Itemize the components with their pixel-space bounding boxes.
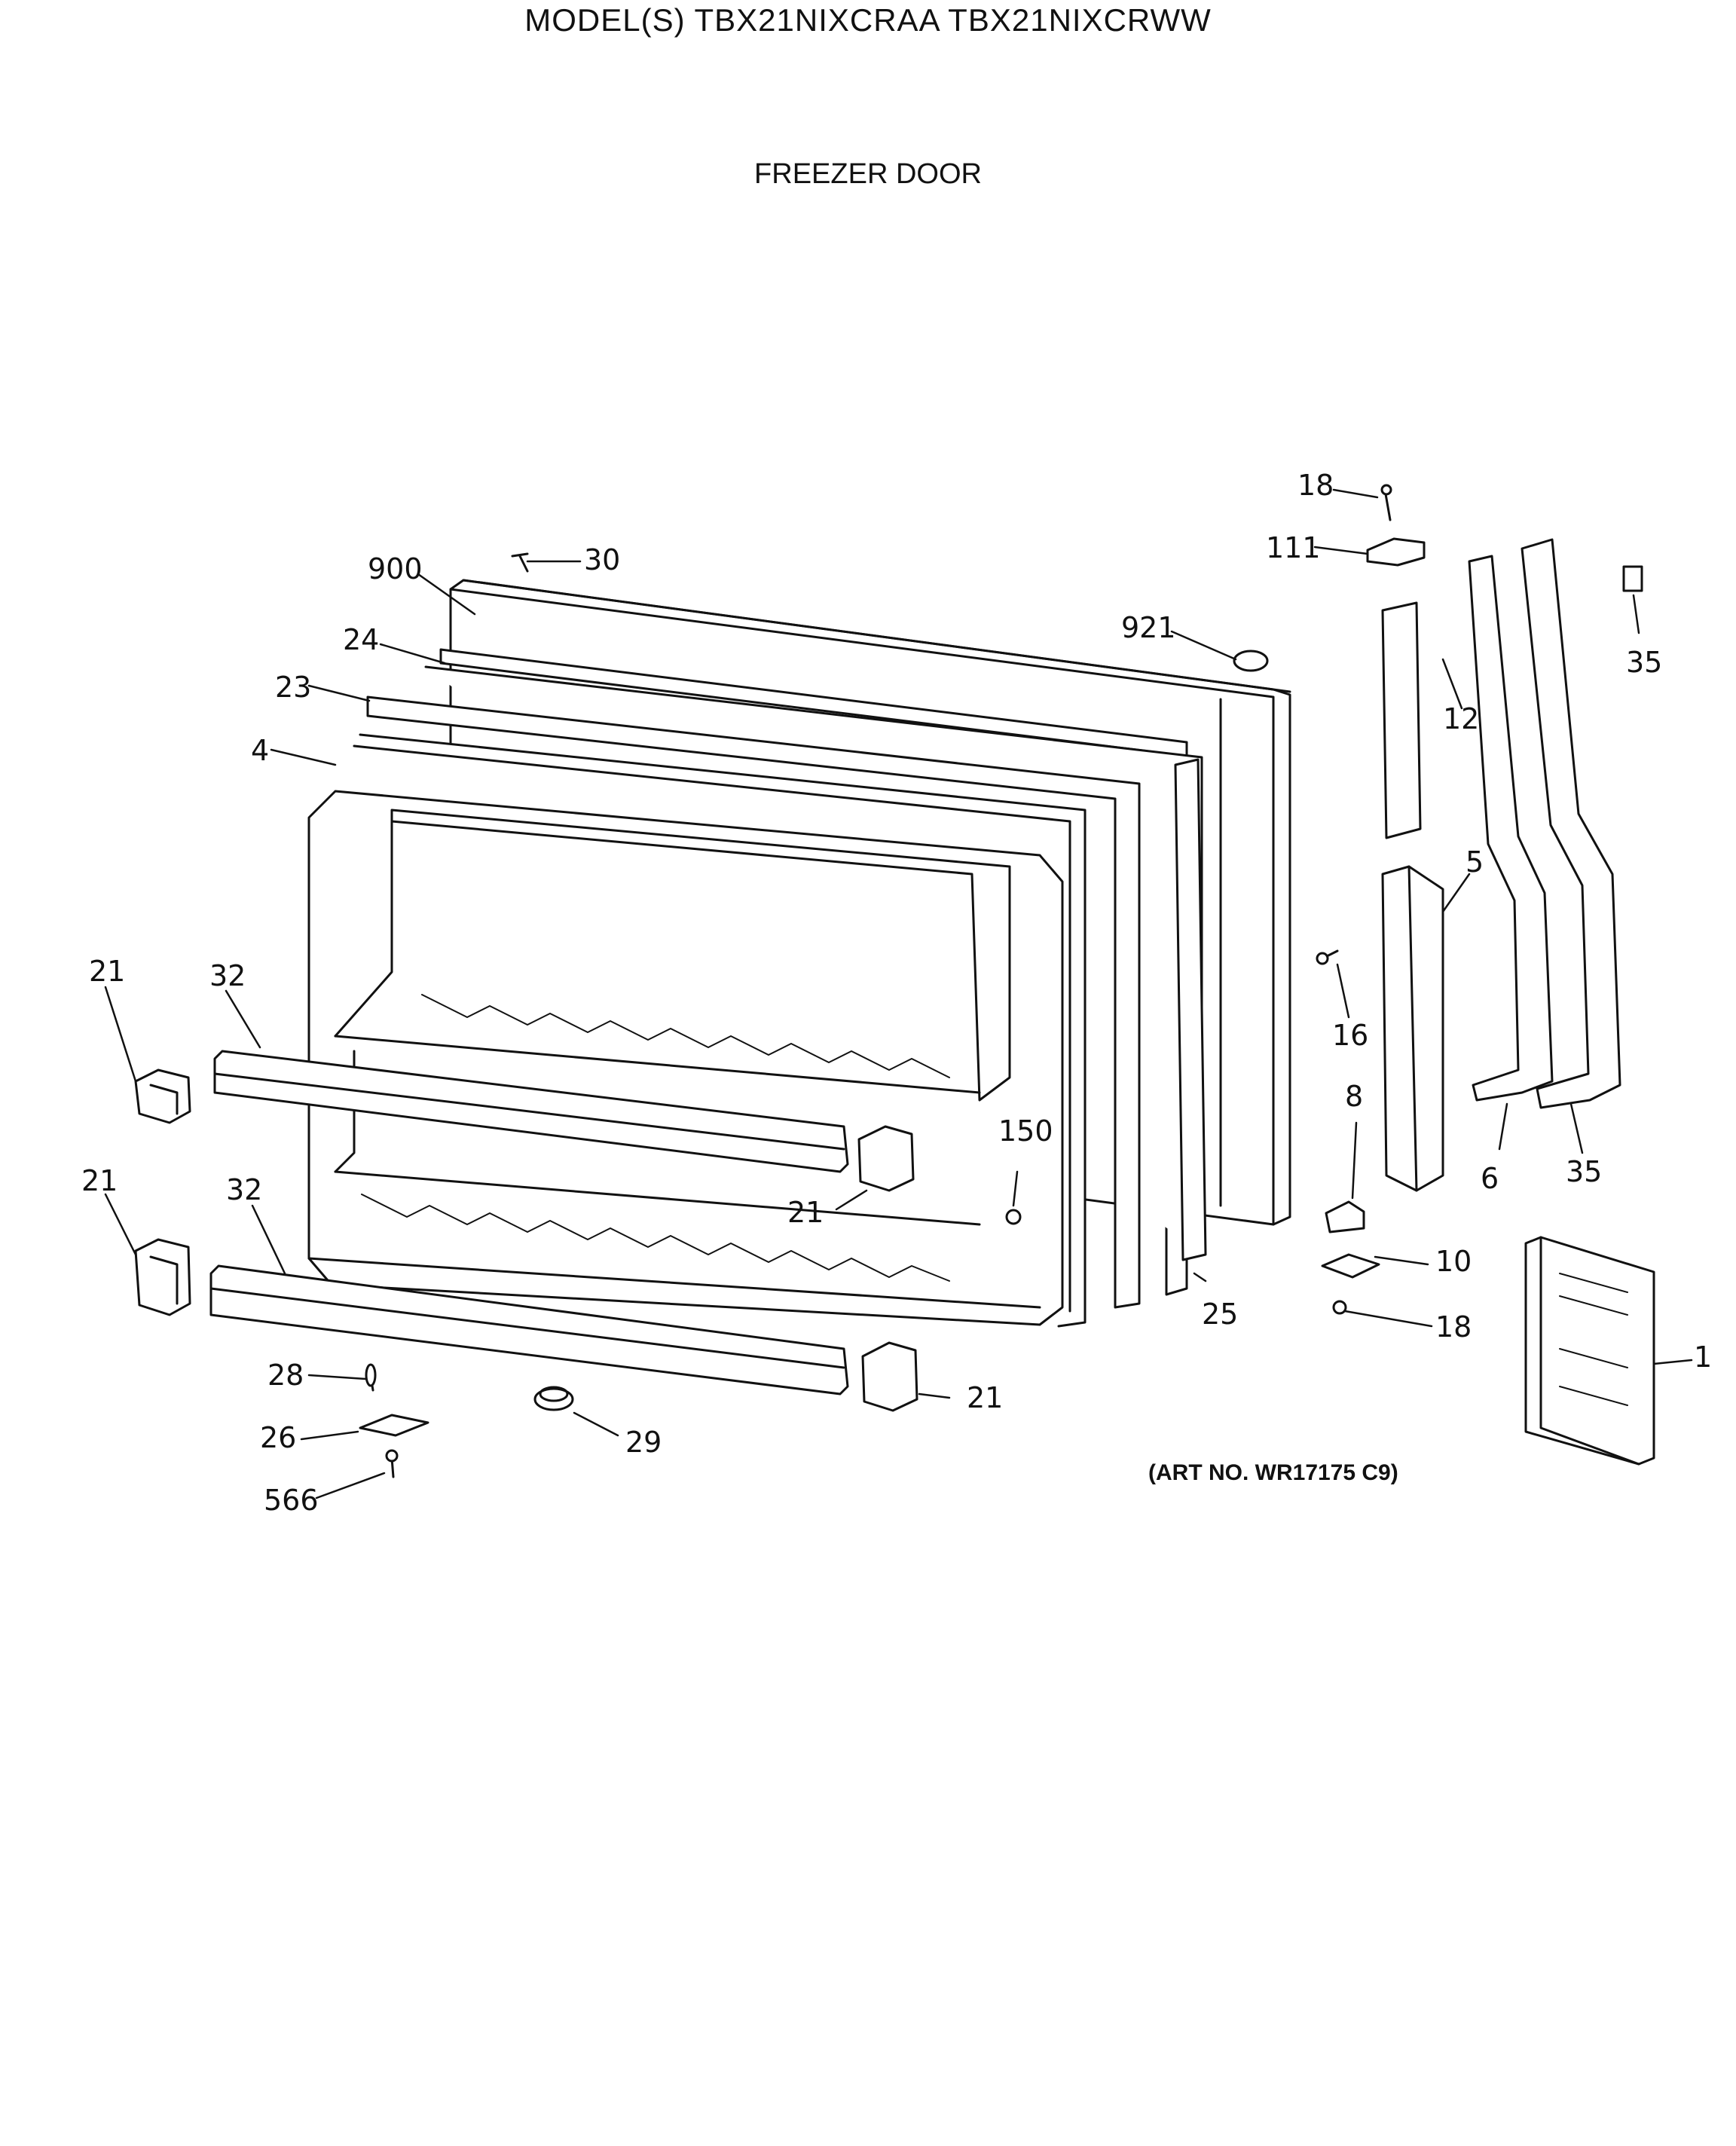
callout-30: 30 [584,543,621,576]
callout-900: 900 [368,552,423,585]
shelf-ridges [361,994,950,1282]
callout-25: 25 [1202,1298,1239,1331]
callout-111: 111 [1266,531,1321,564]
callout-10: 10 [1435,1245,1472,1278]
screw-18-top [1380,484,1392,521]
callout-23: 23 [275,671,312,704]
callout-35: 35 [1566,1155,1603,1188]
section-title: FREEZER DOOR [754,158,982,190]
gasket-seal [1174,758,1207,1261]
handle-bar-6 [1468,555,1554,1102]
art-number: (ART NO. WR17175 C9) [1148,1460,1398,1485]
callout-6: 6 [1481,1162,1499,1195]
callout-5: 5 [1466,845,1484,879]
callout-21: 21 [787,1196,824,1229]
callout-29: 29 [625,1426,662,1459]
hinge-cap-111 [1366,537,1426,567]
callout-21: 21 [967,1381,1004,1414]
callout-32: 32 [209,959,246,992]
bracket-10 [1321,1253,1380,1279]
callout-8: 8 [1345,1080,1364,1113]
rail-end-cap-2 [134,1238,191,1316]
screw-16 [1316,949,1339,965]
hinge-bracket-5 [1381,865,1444,1192]
stud-28 [365,1363,377,1392]
plug-921 [1233,650,1269,672]
rail-end-cap-3 [857,1125,915,1192]
plate-26 [359,1414,429,1437]
callout-150: 150 [998,1114,1053,1148]
screw-30 [511,552,529,573]
door-rail-lower [209,1264,849,1396]
owners-manual [1524,1236,1655,1466]
callout-566: 566 [264,1484,319,1517]
callout-32: 32 [226,1173,263,1206]
door-rail-upper [213,1050,849,1173]
handle-bar-35 [1521,538,1621,1109]
screw-150 [1005,1209,1022,1225]
callout-4: 4 [251,734,270,767]
callout-1: 1 [1694,1340,1713,1374]
callout-12: 12 [1443,702,1480,735]
callout-18: 18 [1435,1310,1472,1344]
callout-28: 28 [267,1359,304,1392]
rail-end-cap-4 [861,1341,918,1412]
stop-8 [1325,1200,1365,1233]
callout-921: 921 [1121,611,1176,644]
hinge-bracket-12 [1381,601,1422,839]
screw-18-bottom [1332,1300,1347,1315]
screw-566 [385,1449,399,1478]
callout-18: 18 [1297,469,1334,502]
callout-21: 21 [89,955,126,988]
model-title: MODEL(S) TBX21NIXCRAA TBX21NIXCRWW [524,2,1212,38]
callout-35: 35 [1626,646,1663,679]
callout-26: 26 [260,1421,297,1454]
leader-lines [104,488,1693,1499]
callout-21: 21 [81,1164,118,1197]
inner-door-liner [307,790,1064,1326]
callout-16: 16 [1332,1019,1369,1052]
clip-35-small [1622,565,1643,592]
rail-end-cap-1 [134,1068,191,1124]
callout-24: 24 [343,623,380,656]
button-29 [533,1386,574,1411]
